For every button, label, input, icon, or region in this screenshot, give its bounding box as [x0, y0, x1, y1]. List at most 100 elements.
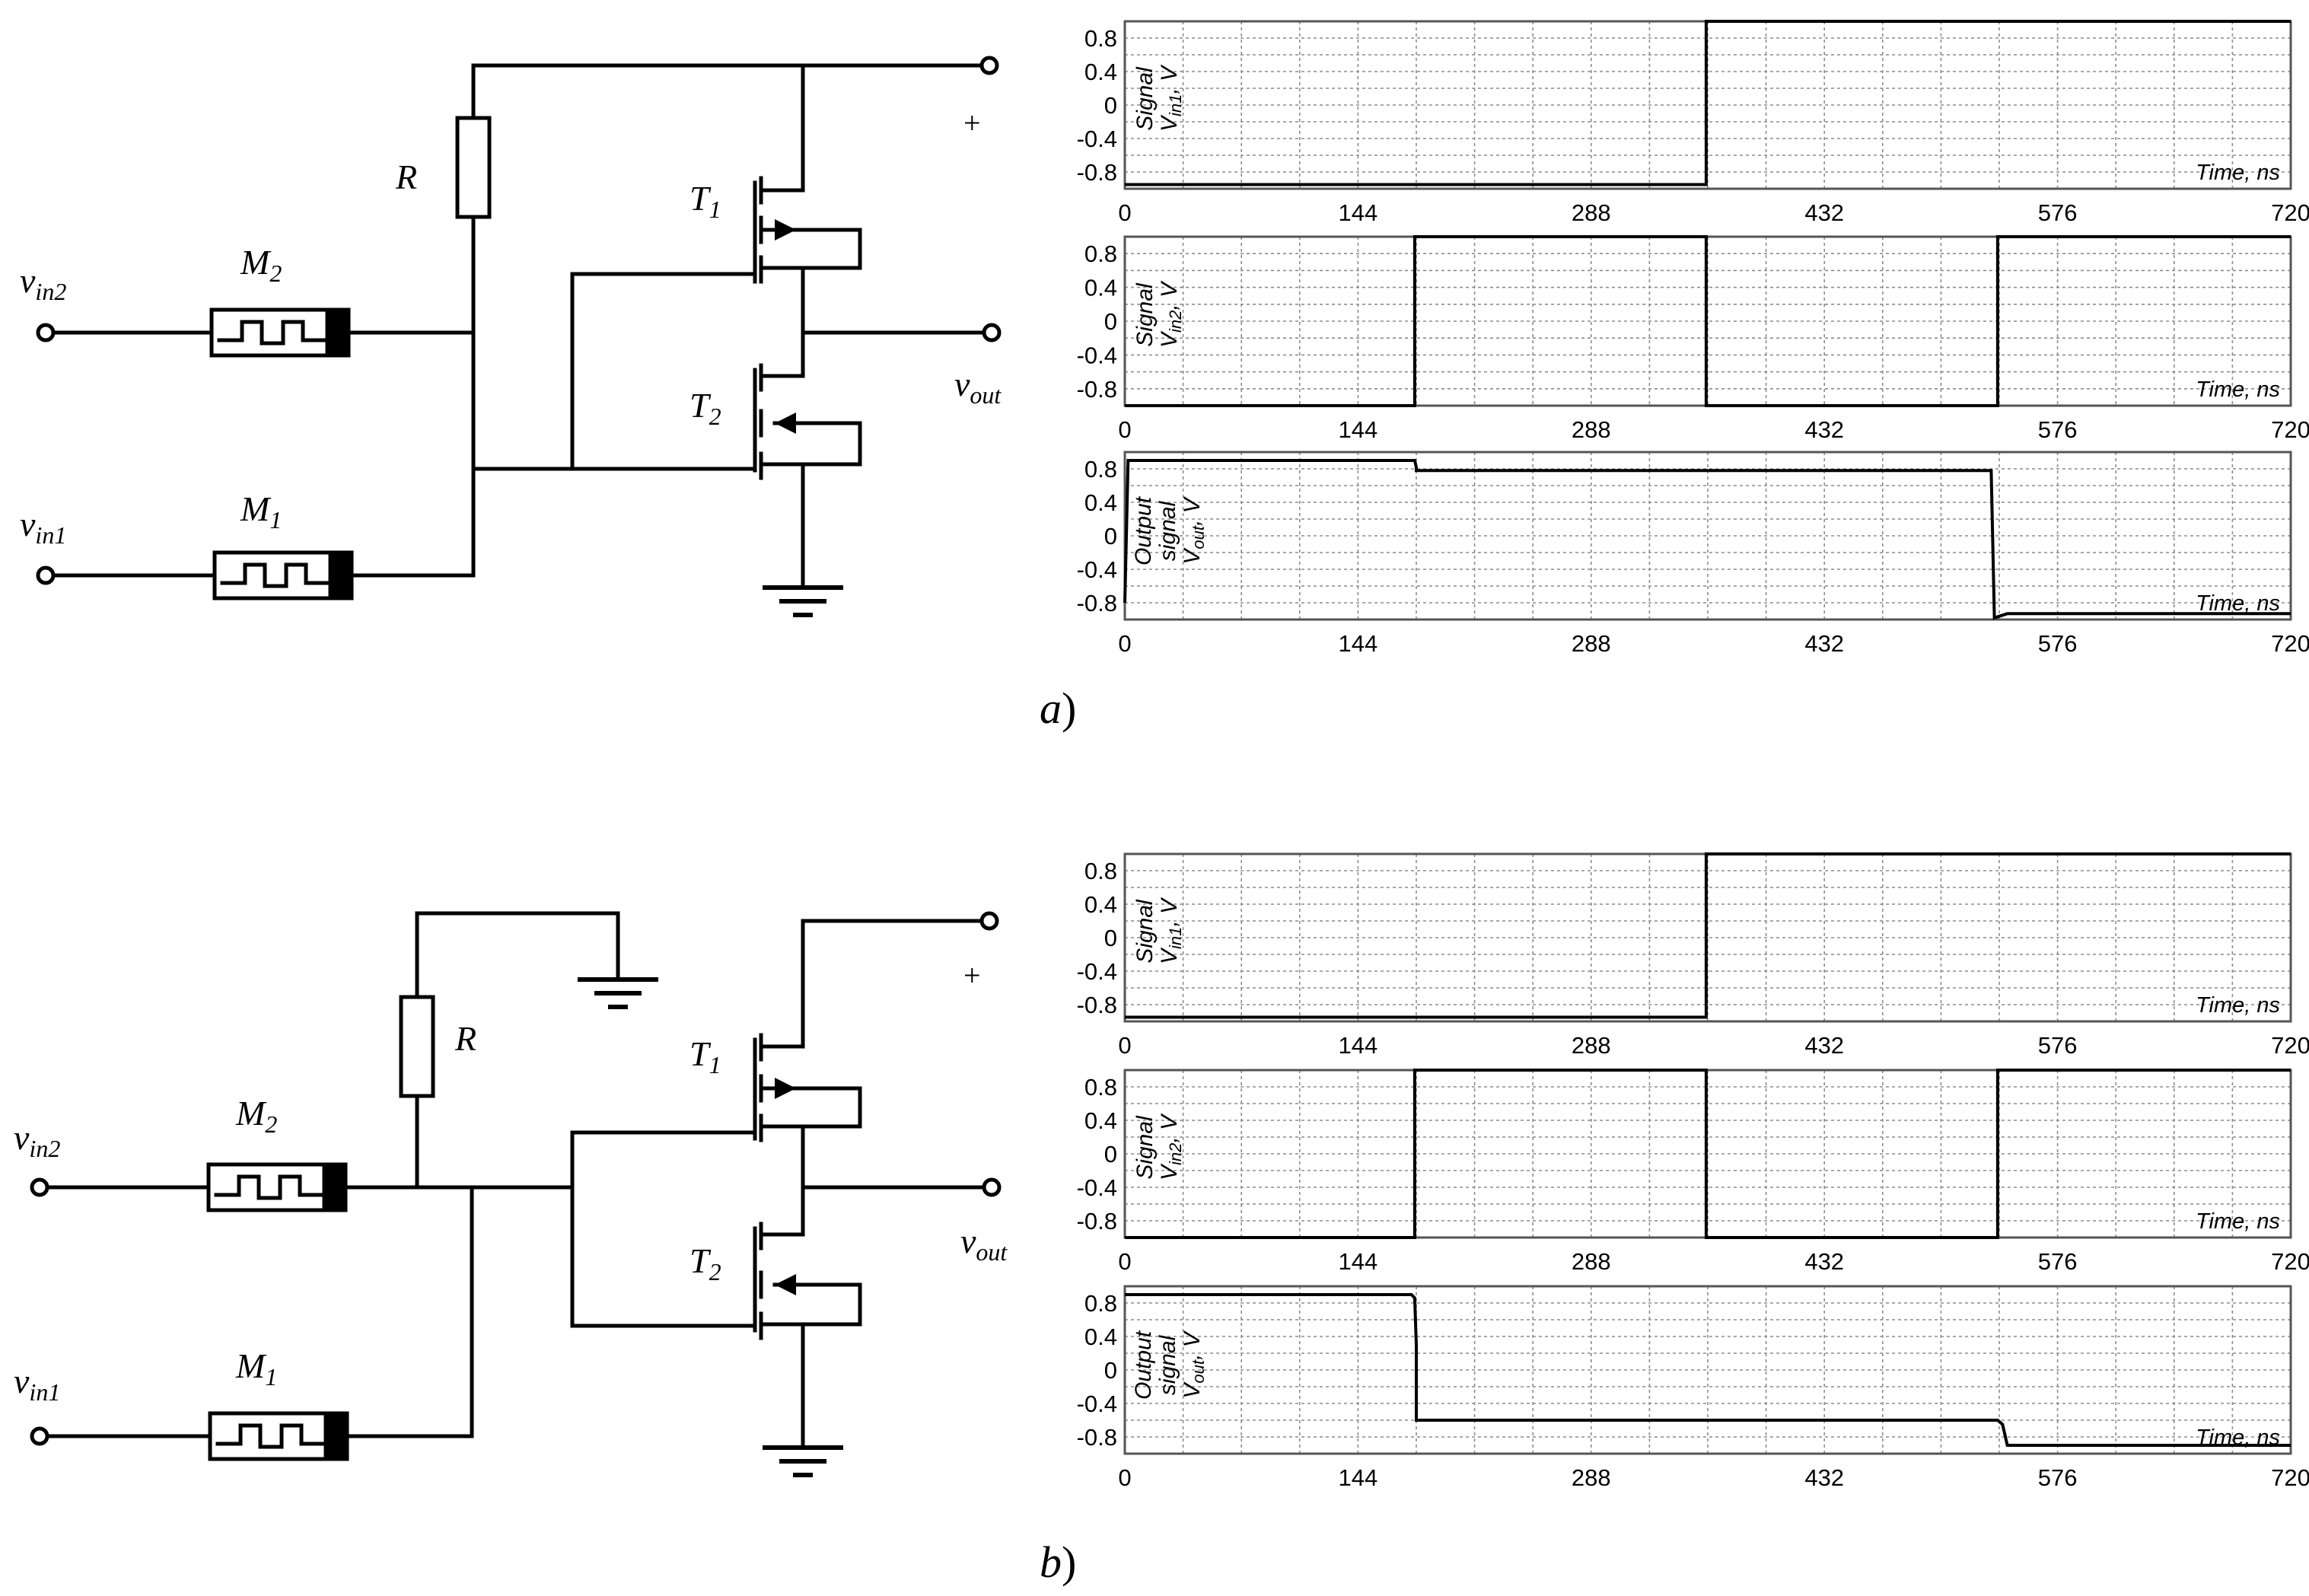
x-tick-label: 288 [1572, 416, 1611, 443]
y-tick-label: -0.4 [1077, 126, 1117, 152]
y-tick-label: 0.8 [1084, 1074, 1117, 1101]
label-transistor-t2: T2 [690, 386, 721, 430]
y-tick-label: 0.8 [1084, 456, 1117, 483]
y-tick-label: 0.4 [1084, 59, 1117, 85]
ground-symbol-top [580, 980, 656, 1007]
transistor-t2 [753, 363, 796, 480]
chart-frame [1123, 451, 2292, 621]
circuit-b [30, 911, 1002, 1475]
terminal-supply[interactable] [979, 911, 999, 931]
label-supply-plus: + [963, 958, 981, 992]
x-tick-label: 0 [1118, 1464, 1131, 1491]
label-transistor-t1: T1 [690, 179, 721, 223]
svg-text:Signal: Signal [1132, 1115, 1158, 1180]
time-axis-label: Time, ns [2196, 1209, 2280, 1234]
label-transistor-t2: T2 [690, 1241, 721, 1285]
y-tick-label: 0.4 [1084, 275, 1117, 301]
terminal-supply[interactable] [979, 56, 999, 75]
x-tick-label: 720 [2271, 1248, 2309, 1275]
chart-grid [1125, 21, 2291, 189]
signal-trace [1125, 235, 2291, 407]
label-vout: vout [954, 365, 1002, 409]
x-tick-label: 432 [1804, 630, 1844, 657]
x-tick-label: 0 [1118, 630, 1131, 657]
label-vin2: vin2 [14, 1118, 60, 1162]
signal-trace [1125, 1069, 2291, 1239]
y-tick-label: 0 [1104, 1357, 1117, 1384]
ground-symbol [765, 588, 841, 615]
x-tick-label: 144 [1339, 1464, 1378, 1491]
transistor-t2 [753, 1222, 796, 1340]
time-axis-label: Time, ns [2196, 377, 2280, 402]
svg-text:Output: Output [1131, 495, 1156, 565]
circuit-a [36, 56, 1002, 615]
label-memristor-m1: M1 [235, 1346, 277, 1391]
terminal-vin2[interactable] [30, 1177, 49, 1197]
y-tick-label: -0.8 [1077, 159, 1117, 186]
terminal-vin1[interactable] [30, 1426, 49, 1446]
x-tick-label: 576 [2038, 1464, 2078, 1491]
terminal-vout[interactable] [982, 323, 1002, 342]
resistor-r [399, 995, 435, 1098]
chart-grid [1125, 1286, 2291, 1454]
x-tick-label: 432 [1804, 1032, 1844, 1059]
y-tick-label: 0 [1104, 925, 1117, 951]
svg-text:signal: signal [1155, 500, 1180, 561]
chart-frame [1123, 1285, 2292, 1455]
circuit-a-labels: R M2 M1 vin2 vin1 T1 T2 vout + [20, 106, 1002, 549]
ground-symbol [765, 1448, 841, 1475]
wiring [37, 911, 989, 1448]
x-tick-label: 0 [1118, 199, 1131, 226]
y-tick-label: 0.8 [1084, 25, 1117, 52]
y-tick-label: -0.8 [1077, 376, 1117, 403]
y-tick-label: 0.8 [1084, 858, 1117, 884]
x-tick-label: 720 [2271, 1464, 2309, 1491]
x-tick-label: 720 [2271, 1032, 2309, 1059]
svg-text:Vout, V: Vout, V [1180, 495, 1208, 564]
x-tick-label: 720 [2271, 416, 2309, 443]
x-tick-label: 144 [1339, 199, 1378, 226]
x-tick-label: 0 [1118, 416, 1131, 443]
x-tick-label: 288 [1572, 199, 1611, 226]
x-tick-label: 720 [2271, 199, 2309, 226]
svg-text:Vin2, V: Vin2, V [1157, 1113, 1185, 1180]
terminal-vin2[interactable] [36, 323, 56, 342]
label-memristor-m2: M2 [235, 1094, 277, 1138]
y-tick-label: 0.4 [1084, 1324, 1117, 1350]
memristor-m1 [215, 553, 352, 598]
time-axis-label: Time, ns [2196, 161, 2280, 185]
resistor-r [455, 116, 492, 219]
time-axis-label: Time, ns [2196, 993, 2280, 1018]
signal-trace [1123, 459, 2291, 620]
x-tick-label: 288 [1572, 1248, 1611, 1275]
signal-trace [1125, 852, 2291, 1019]
label-vin1: vin1 [14, 1362, 60, 1406]
svg-text:Vin1, V: Vin1, V [1157, 897, 1185, 964]
terminal-vout[interactable] [982, 1177, 1002, 1197]
chart-grid [1125, 1070, 2291, 1238]
chart-grid [1125, 452, 2291, 620]
circuit-b-labels: R M2 M1 vin2 vin1 T1 T2 vout + [14, 958, 1008, 1406]
label-vout: vout [960, 1222, 1008, 1266]
signal-trace [1125, 20, 2291, 186]
terminal-vin1[interactable] [36, 565, 56, 585]
svg-text:Signal: Signal [1132, 66, 1158, 131]
y-tick-label: -0.4 [1077, 1391, 1117, 1417]
y-tick-label: 0 [1104, 523, 1117, 550]
wiring [43, 63, 989, 588]
x-tick-label: 576 [2038, 1032, 2078, 1059]
label-memristor-m1: M1 [240, 489, 282, 534]
x-tick-label: 432 [1804, 199, 1844, 226]
label-transistor-t1: T1 [690, 1034, 721, 1078]
transistor-t1 [753, 1033, 796, 1142]
